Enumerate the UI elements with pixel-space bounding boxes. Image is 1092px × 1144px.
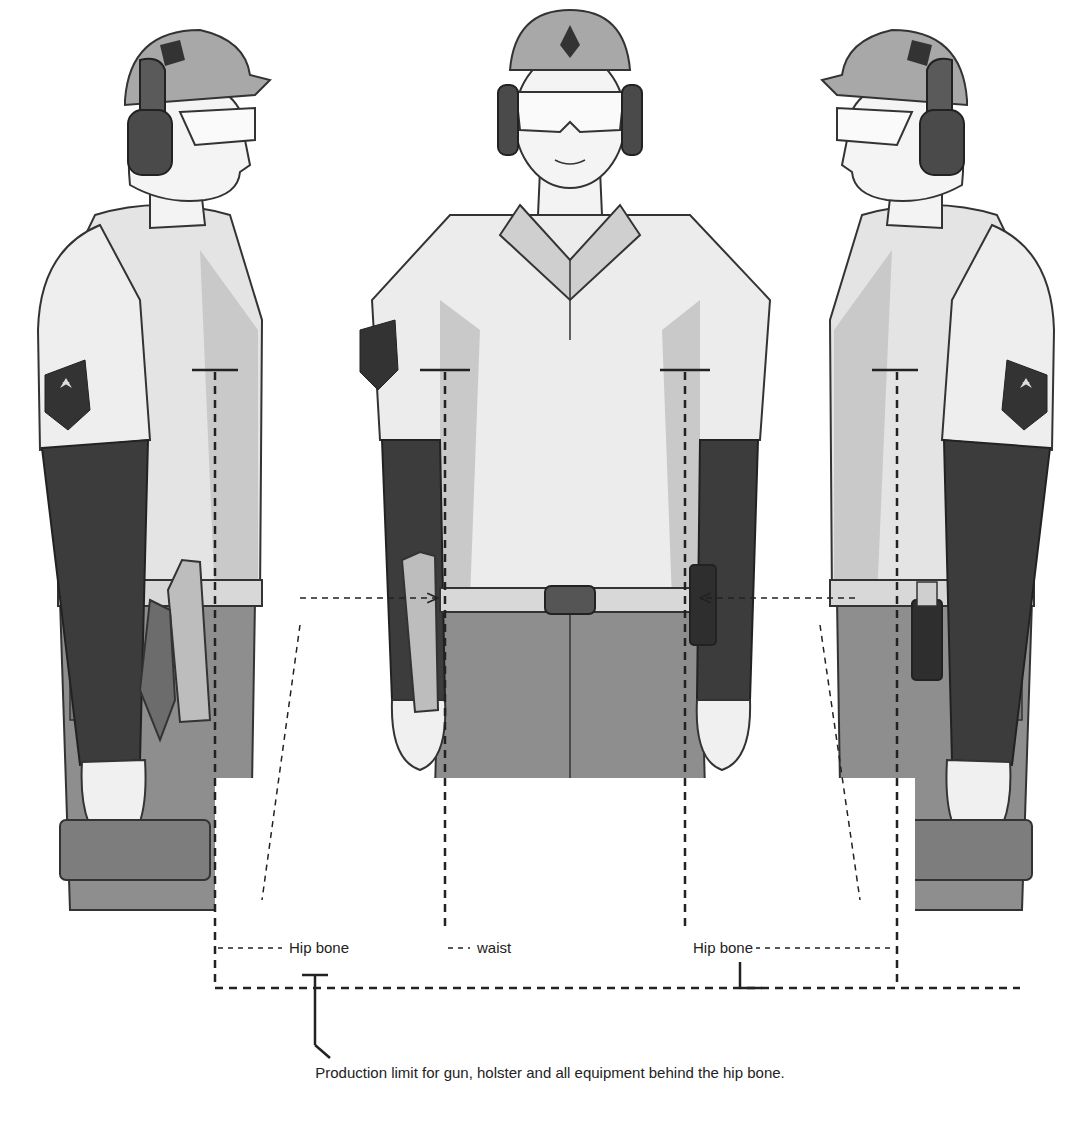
front-figure: [360, 10, 770, 790]
blank-area: [215, 778, 915, 1144]
brackets: [302, 962, 762, 1058]
reference-lines: [192, 369, 918, 372]
part-label: Hip bone: [286, 938, 352, 958]
part-label: Hip bone: [690, 938, 756, 958]
dashed-guides: [215, 372, 1020, 988]
magazine-pouch: [912, 582, 942, 680]
part-label: waist: [474, 938, 514, 958]
pistol-in-holster: [140, 560, 210, 740]
arrows: [262, 598, 860, 900]
caption: Production limit for gun, holster and al…: [290, 1062, 810, 1085]
